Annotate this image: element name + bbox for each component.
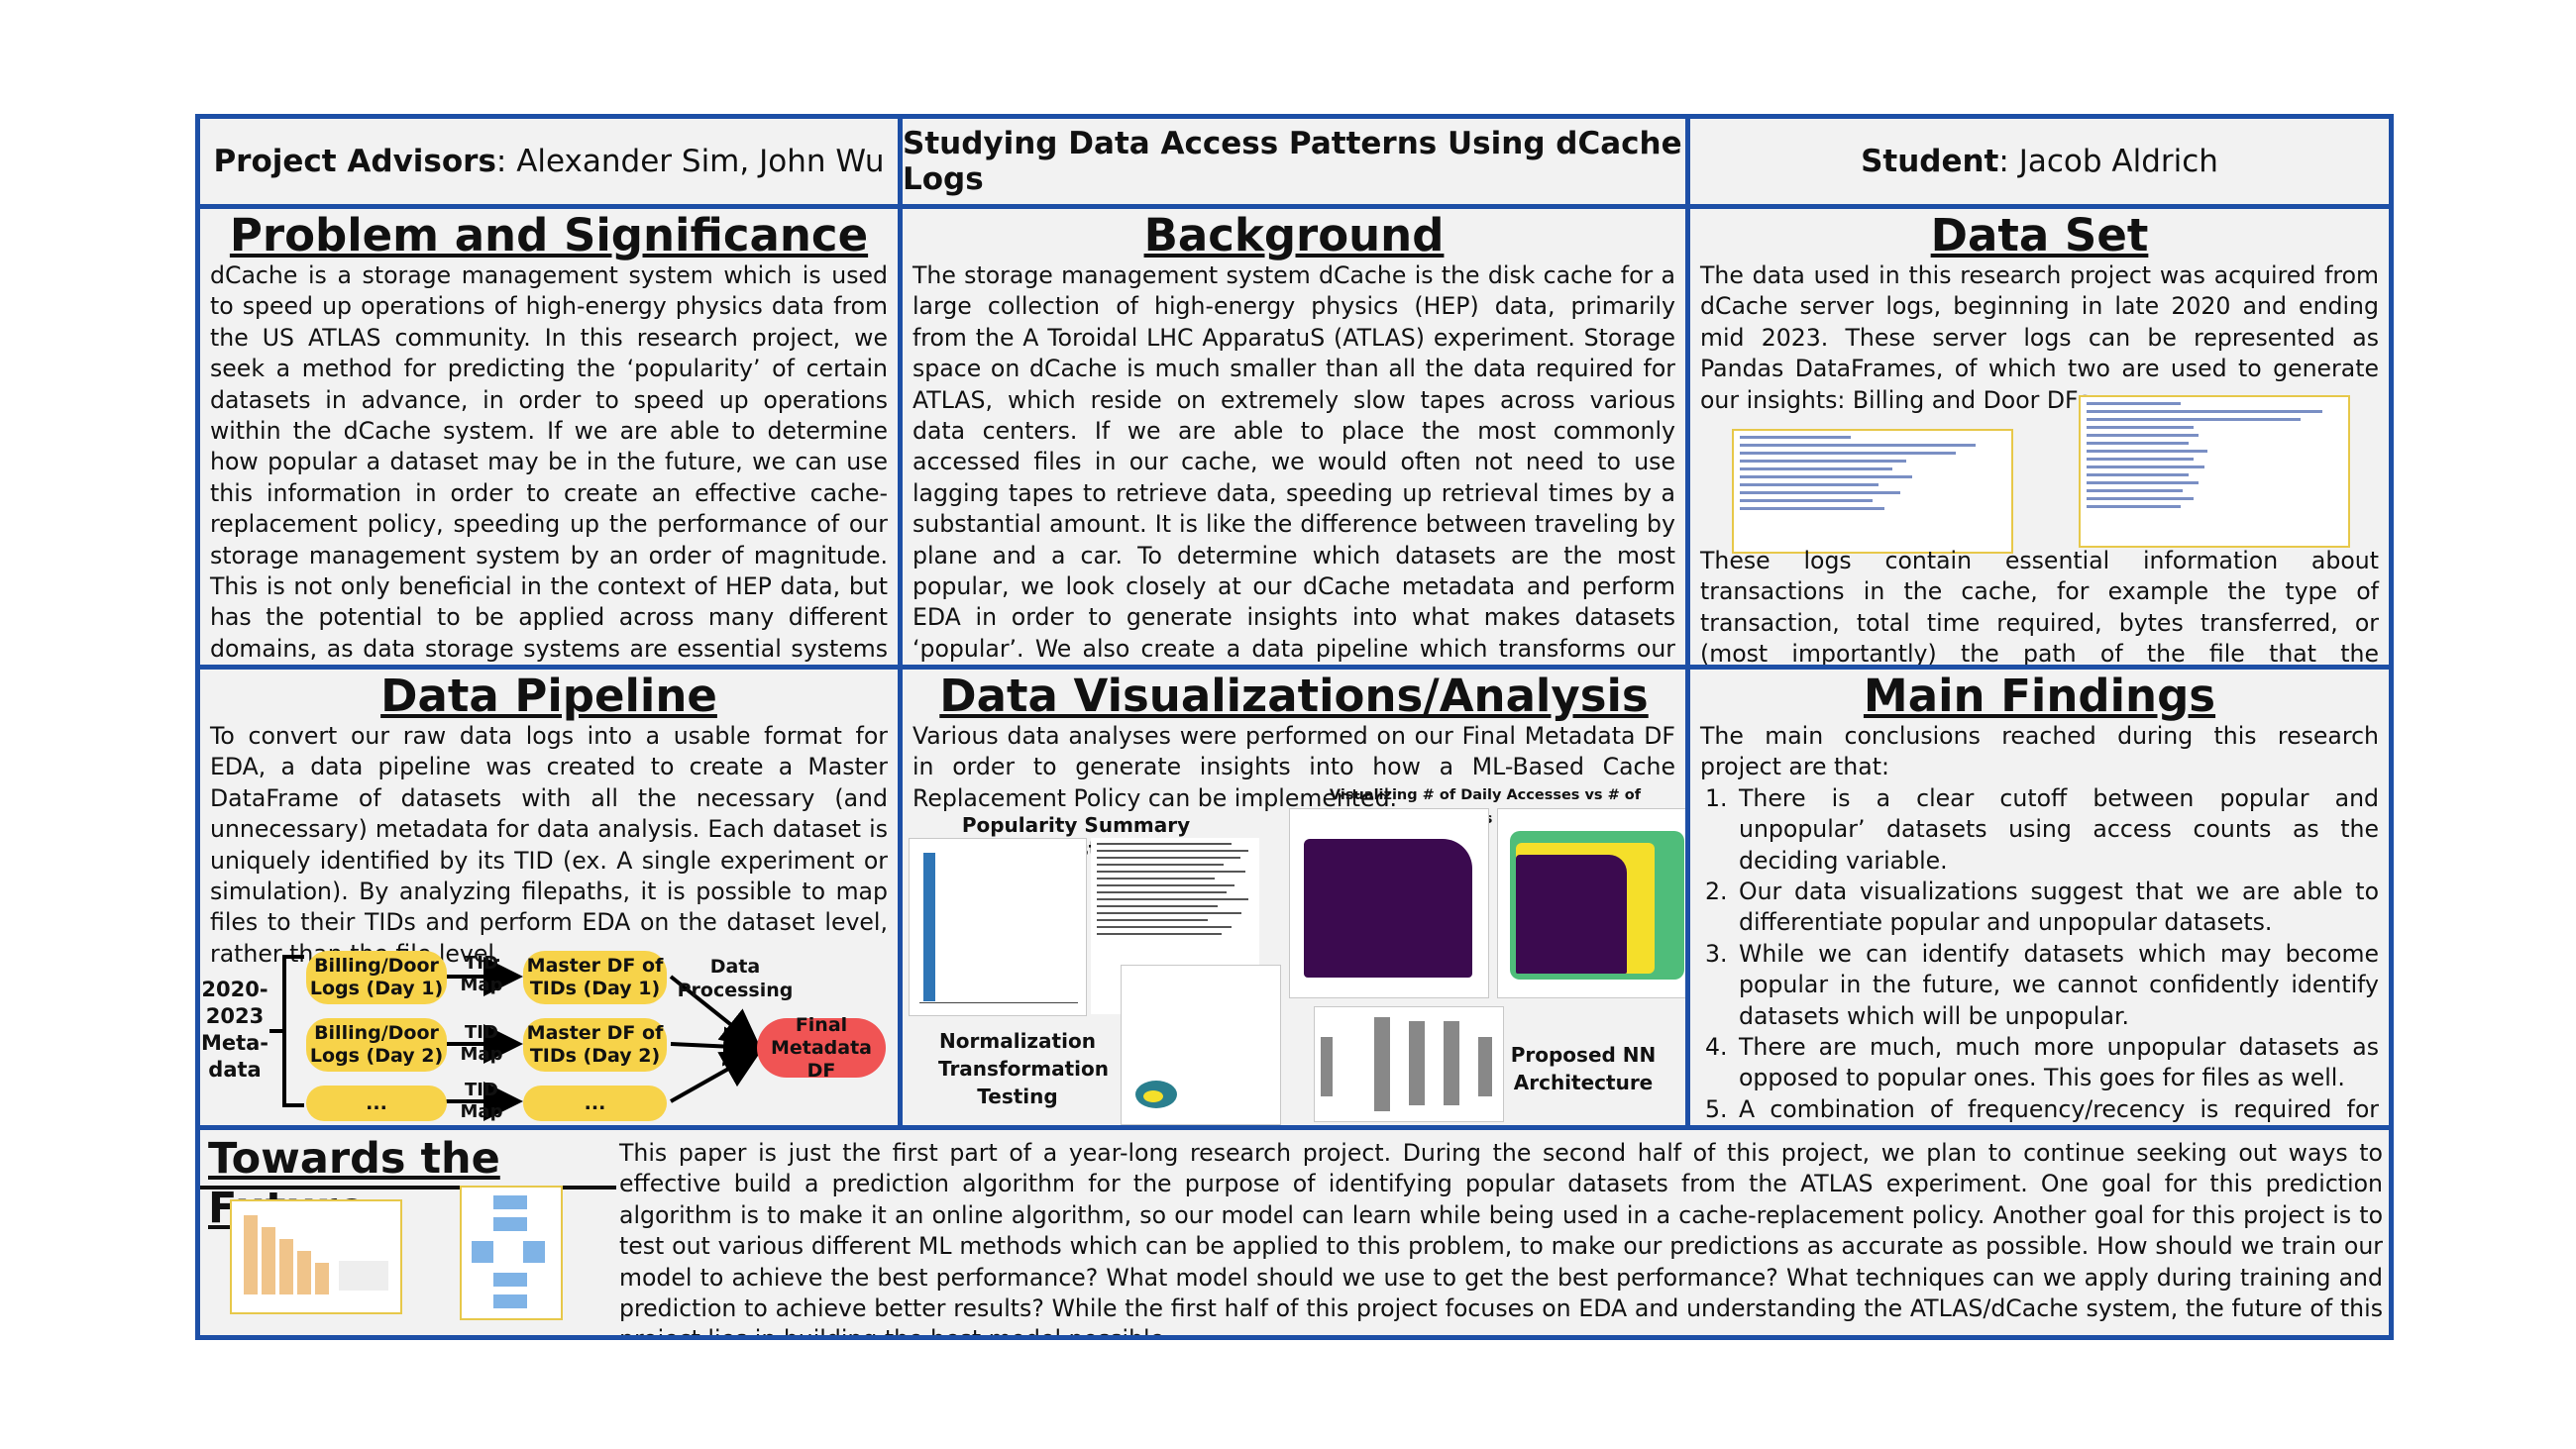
- background-text: The storage management system dCache is …: [912, 261, 1675, 663]
- pipeline-text: To convert our raw data logs into a usab…: [210, 722, 888, 968]
- billing-df-code-image: [1732, 429, 2013, 554]
- findings-intro: The main conclusions reached during this…: [1700, 722, 2379, 781]
- background-section: Background The storage management system…: [898, 204, 1690, 670]
- advisors-label: Project Advisors: [213, 144, 496, 179]
- data-processing-label: Data Processing: [677, 956, 794, 1001]
- door-df-code-image: [2079, 395, 2350, 548]
- daily-accesses-scatter-1: [1289, 808, 1489, 998]
- future-section: Towards the Future This paper is just th…: [195, 1125, 2394, 1340]
- future-chart-image: [230, 1199, 402, 1314]
- logs-day2-pill: Billing/Door Logs (Day 2): [306, 1018, 447, 1072]
- viz-title: Data Visualizations/Analysis: [939, 670, 1649, 722]
- student-header: Student: Jacob Aldrich: [1685, 114, 2394, 209]
- nn-architecture-image: [1314, 1006, 1504, 1122]
- arrow-final-3: [670, 1050, 762, 1103]
- advisors-names: : Alexander Sim, John Wu: [495, 144, 885, 179]
- poster-title: Studying Data Access Patterns Using dCac…: [903, 126, 1682, 197]
- master-day1-pill: Master DF of TIDs (Day 1): [523, 951, 667, 1004]
- findings-section: Main Findings The main conclusions reach…: [1685, 665, 2394, 1130]
- viz-text: Various data analyses were performed on …: [912, 722, 1675, 812]
- finding-item: There are much, much more unpopular data…: [1735, 1032, 2379, 1094]
- finding-item: There is a clear cutoff between popular …: [1735, 783, 2379, 877]
- student-label: Student: [1861, 144, 1999, 179]
- nn-architecture-label: Proposed NN Architecture: [1510, 1043, 1657, 1094]
- bracket-line: [282, 955, 304, 1107]
- problem-title: Problem and Significance: [229, 209, 869, 261]
- final-metadata-pill: Final Metadata DF: [757, 1014, 886, 1082]
- findings-title: Main Findings: [1863, 670, 2216, 722]
- master-day2-pill: Master DF of TIDs (Day 2): [523, 1018, 667, 1072]
- dataset-section: Data Set The data used in this research …: [1685, 204, 2394, 670]
- findings-list: There is a clear cutoff between popular …: [1690, 783, 2389, 1125]
- dataset-text-2: These logs contain essential information…: [1700, 547, 2379, 669]
- pipeline-title: Data Pipeline: [380, 670, 717, 722]
- finding-item: A combination of frequency/recency is re…: [1735, 1094, 2379, 1125]
- pipeline-section: Data Pipeline To convert our raw data lo…: [195, 665, 903, 1130]
- normalization-scatter: [1121, 965, 1281, 1125]
- problem-text: dCache is a storage management system wh…: [210, 261, 888, 663]
- tid-map-label-2: TID Map: [460, 1022, 503, 1065]
- logs-more-pill: ...: [306, 1086, 447, 1121]
- tid-map-label-1: TID Map: [460, 953, 503, 995]
- dataset-title: Data Set: [1930, 209, 2149, 261]
- daily-accesses-scatter-2: [1497, 808, 1685, 998]
- normalization-label: Normalization Transformation Testing: [938, 1029, 1109, 1108]
- advisors-header: Project Advisors: Alexander Sim, John Wu: [195, 114, 903, 209]
- title-header: Studying Data Access Patterns Using dCac…: [898, 114, 1690, 209]
- background-title: Background: [1143, 209, 1445, 261]
- viz-section: Data Visualizations/Analysis Various dat…: [898, 665, 1690, 1130]
- master-more-pill: ...: [523, 1086, 667, 1121]
- dataset-text-1: The data used in this research project w…: [1700, 261, 2379, 414]
- finding-item: Our data visualizations suggest that we …: [1735, 877, 2379, 939]
- arrow-final-2: [670, 1026, 763, 1067]
- future-text: This paper is just the first part of a y…: [619, 1139, 2383, 1340]
- logs-day1-pill: Billing/Door Logs (Day 1): [306, 951, 447, 1004]
- pipeline-arrows: [269, 955, 763, 1121]
- future-title-rule: [200, 1186, 616, 1190]
- tid-map-label-3: TID Map: [460, 1080, 503, 1122]
- student-name: : Jacob Aldrich: [1998, 144, 2218, 179]
- future-model-diagram-image: [460, 1186, 563, 1320]
- problem-section: Problem and Significance dCache is a sto…: [195, 204, 903, 670]
- popularity-histogram-image: [909, 838, 1087, 1016]
- finding-item: While we can identify datasets which may…: [1735, 939, 2379, 1032]
- pipeline-years-label: 2020- 2023 Meta- data: [200, 978, 269, 1082]
